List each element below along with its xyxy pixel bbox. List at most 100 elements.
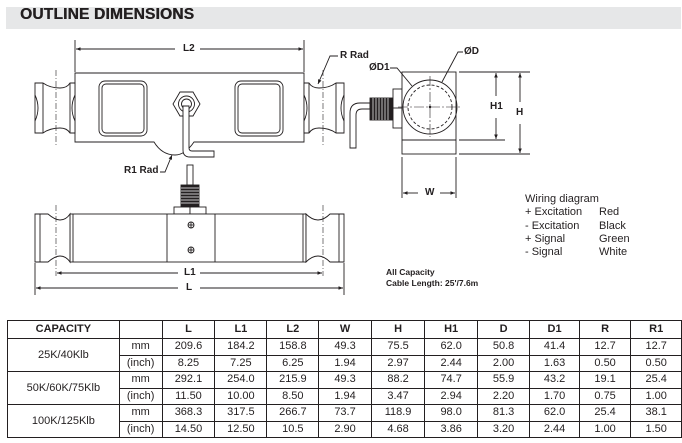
value-cell: 10.00 [214,387,268,405]
value-cell: 2.00 [476,354,531,372]
value-cell: 55.9 [476,371,531,389]
label-l1: L1 [184,267,196,278]
header-cell [118,320,163,339]
wiring-title: Wiring diagram [525,193,599,205]
value-cell: 184.2 [214,338,268,356]
value-cell: 73.7 [318,404,372,422]
value-cell: 10.5 [266,420,320,438]
wiring-color: Black [599,219,626,232]
unit-cell: mm [118,371,163,389]
value-cell: 50.8 [476,338,531,356]
section-title-band: OUTLINE DIMENSIONS [6,6,681,29]
wiring-signal: - Signal [525,246,563,259]
label-od1: ØD1 [369,62,390,73]
table-header-row: CAPACITY L L1 L2 W H H1 D D1 R R1 [7,320,682,339]
wiring-row: + Signal Green [525,233,630,246]
value-cell: 14.50 [161,420,216,438]
unit-cell: mm [118,338,163,356]
header-cell: CAPACITY [7,320,120,339]
wiring-color: Green [599,232,630,245]
capacity-cell: 100K/125Klb [7,404,120,438]
wiring-diagram: Wiring diagram + Excitation Red - Excita… [525,193,630,259]
value-cell: 1.63 [529,354,580,372]
dimensions-table: CAPACITY L L1 L2 W H H1 D D1 R R1 25K/40… [7,320,682,438]
wiring-signal: + Signal [525,232,566,245]
value-cell: 1.94 [318,354,372,372]
wiring-row: + Excitation Red [525,206,630,219]
value-cell: 0.75 [578,387,632,405]
value-cell: 49.3 [318,371,372,389]
value-cell: 7.25 [214,354,268,372]
value-cell: 2.44 [424,354,478,372]
value-cell: 38.1 [630,404,682,422]
cable-note: All Capacity Cable Length: 25'/7.6m [386,267,478,289]
value-cell: 12.50 [214,420,268,438]
value-cell: 118.9 [370,404,426,422]
label-l2: L2 [183,43,195,54]
section-title: OUTLINE DIMENSIONS [20,6,195,23]
wiring-signal: + Excitation [525,206,583,219]
wiring-color: Red [599,206,620,219]
value-cell: 209.6 [161,338,216,356]
header-cell: D1 [529,320,580,339]
header-cell: L [161,320,216,339]
value-cell: 368.3 [161,404,216,422]
unit-cell: mm [118,404,163,422]
header-cell: R [578,320,632,339]
value-cell: 8.50 [266,387,320,405]
value-cell: 2.94 [424,387,478,405]
value-cell: 215.9 [266,371,320,389]
label-r1-rad: R1 Rad [124,165,159,176]
header-cell: W [318,320,372,339]
value-cell: 1.00 [630,387,682,405]
value-cell: 43.2 [529,371,580,389]
wiring-color: White [599,246,628,259]
wiring-signal: - Excitation [525,219,580,232]
value-cell: 317.5 [214,404,268,422]
value-cell: 0.50 [630,354,682,372]
value-cell: 158.8 [266,338,320,356]
side-view [349,51,530,198]
value-cell: 98.0 [424,404,478,422]
value-cell: 1.00 [578,420,632,438]
value-cell: 62.0 [424,338,478,356]
value-cell: 19.1 [578,371,632,389]
top-view [34,40,345,173]
value-cell: 1.50 [630,420,682,438]
value-cell: 25.4 [630,371,682,389]
cable-note-line1: All Capacity [386,267,435,277]
outline-drawing [34,40,530,295]
value-cell: 75.5 [370,338,426,356]
value-cell: 2.20 [476,387,531,405]
value-cell: 4.68 [370,420,426,438]
value-cell: 254.0 [214,371,268,389]
value-cell: 88.2 [370,371,426,389]
label-r-rad: R Rad [340,50,369,61]
unit-cell: (inch) [118,420,163,438]
header-cell: H1 [424,320,478,339]
label-h1: H1 [490,101,503,112]
value-cell: 1.94 [318,387,372,405]
value-cell: 41.4 [529,338,580,356]
value-cell: 8.25 [161,354,216,372]
front-view [34,164,345,295]
header-cell: L2 [266,320,320,339]
value-cell: 3.20 [476,420,531,438]
value-cell: 0.50 [578,354,632,372]
capacity-cell: 50K/60K/75Klb [7,371,120,405]
value-cell: 3.47 [370,387,426,405]
wiring-row: - Signal White [525,246,630,259]
unit-cell: (inch) [118,354,163,372]
capacity-cell: 25K/40Klb [7,338,120,372]
label-h: H [516,107,524,118]
value-cell: 62.0 [529,404,580,422]
unit-cell: (inch) [118,387,163,405]
value-cell: 12.7 [630,338,682,356]
value-cell: 81.3 [476,404,531,422]
value-cell: 74.7 [424,371,478,389]
header-cell: R1 [630,320,682,339]
value-cell: 25.4 [578,404,632,422]
